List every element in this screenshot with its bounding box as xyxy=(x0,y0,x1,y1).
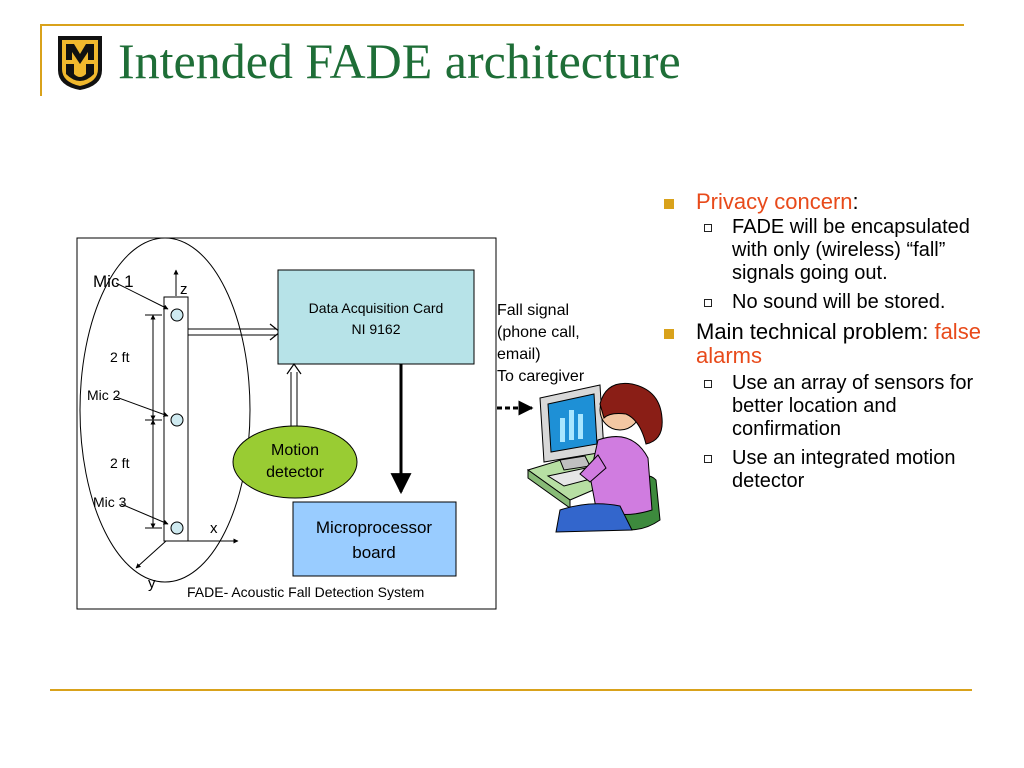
bottom-rule xyxy=(50,689,972,691)
bullet-text: Main technical problem: false alarms xyxy=(696,320,996,368)
plain-text: Main technical problem: xyxy=(696,319,935,344)
microprocessor-label-line1: Microprocessor xyxy=(316,518,433,537)
fall-signal-text: Fall signal (phone call, email) To careg… xyxy=(497,300,584,388)
axis-x-label: x xyxy=(210,520,218,537)
spacing-1-label: 2 ft xyxy=(110,349,130,365)
sub-bullet-item: FADE will be encapsulated with only (wir… xyxy=(704,216,1014,285)
mic-3-circle xyxy=(170,521,184,535)
sub-bullet-text: Use an array of sensors for better locat… xyxy=(732,372,974,440)
axis-z-label: z xyxy=(180,281,188,298)
mic-2-pointer xyxy=(115,396,169,417)
top-rule xyxy=(40,24,964,26)
fall-signal-line: (phone call, xyxy=(497,324,580,341)
motion-detector-label-line2: detector xyxy=(266,464,324,481)
bullet-list: Privacy concern: FADE will be encapsulat… xyxy=(664,190,1014,499)
system-caption: FADE- Acoustic Fall Detection System xyxy=(187,584,424,600)
microprocessor-box xyxy=(292,501,457,577)
motion-detector-label-line1: Motion xyxy=(271,442,319,459)
mic-1-label: Mic 1 xyxy=(93,272,134,291)
mic-3-pointer xyxy=(120,503,169,525)
mic-1-circle xyxy=(170,308,184,322)
daq-card-label-line1: Data Acquisition Card xyxy=(309,300,444,316)
gold-square-bullet-icon xyxy=(664,199,674,209)
mizzou-tiger-logo-icon xyxy=(58,36,102,90)
mic-array-ellipse xyxy=(79,237,251,583)
fall-signal-line: email) xyxy=(497,346,541,363)
sub-bullet-item: No sound will be stored. xyxy=(704,291,1014,314)
hollow-square-bullet-icon xyxy=(704,299,712,307)
left-rule xyxy=(40,24,42,96)
spacing-2-label: 2 ft xyxy=(110,455,130,471)
system-frame xyxy=(76,237,497,610)
daq-card-box xyxy=(277,269,475,365)
mic-2-label: Mic 2 xyxy=(87,387,121,403)
hollow-square-bullet-icon xyxy=(704,224,712,232)
highlight-text: Privacy concern xyxy=(696,189,853,214)
fall-signal-line: To caregiver xyxy=(497,368,585,385)
sub-bullet-text: No sound will be stored. xyxy=(732,291,946,313)
sub-bullet-item: Use an integrated motion detector xyxy=(704,447,1014,493)
sub-bullet-item: Use an array of sensors for better locat… xyxy=(704,372,1014,441)
plain-text: : xyxy=(852,189,859,214)
daq-card-label-line2: NI 9162 xyxy=(351,321,400,337)
motion-detector-node xyxy=(232,425,358,499)
mic-3-label: Mic 3 xyxy=(93,494,127,510)
hollow-square-bullet-icon xyxy=(704,380,712,388)
hollow-square-bullet-icon xyxy=(704,455,712,463)
y-axis-arrow xyxy=(135,540,167,569)
bullet-text: Privacy concern: xyxy=(696,190,859,214)
mic-2-circle xyxy=(170,413,184,427)
page-title: Intended FADE architecture xyxy=(118,33,681,89)
microprocessor-label-line2: board xyxy=(352,543,395,562)
bullet-item: Main technical problem: false alarms xyxy=(664,320,1014,368)
fall-signal-line: Fall signal xyxy=(497,302,570,319)
highlight-text: false alarms xyxy=(696,319,981,368)
sub-bullet-text: Use an integrated motion detector xyxy=(732,447,956,492)
bullet-item: Privacy concern: xyxy=(664,190,1014,214)
woman-at-computer-icon xyxy=(526,382,663,533)
sub-bullet-text: FADE will be encapsulated with only (wir… xyxy=(732,216,970,284)
mic-1-pointer xyxy=(115,282,169,310)
gold-square-bullet-icon xyxy=(664,329,674,339)
axis-y-label: y xyxy=(148,575,156,592)
